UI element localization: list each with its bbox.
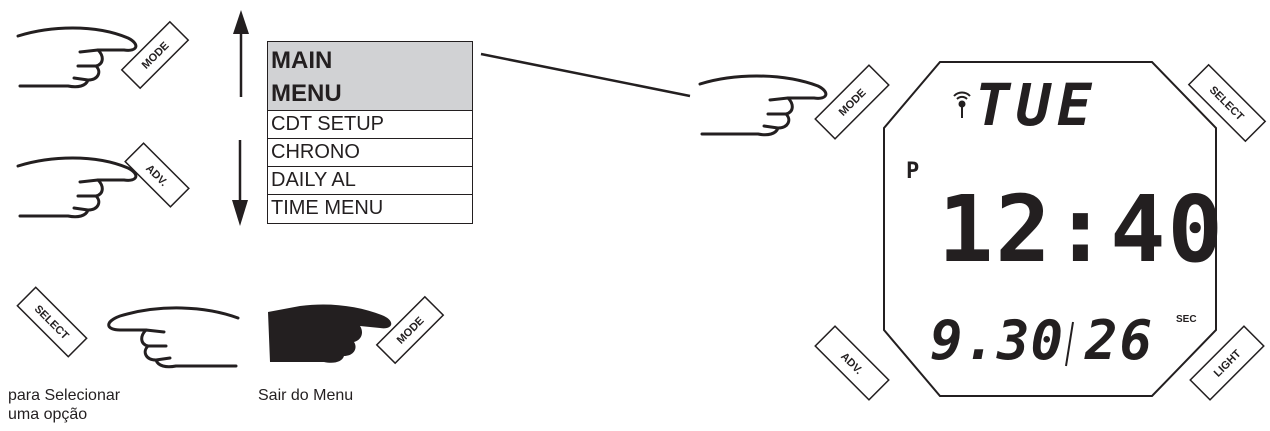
exit-caption: Sair do Menu: [258, 387, 354, 404]
pm-indicator: P: [906, 159, 920, 184]
menu-header-line1: MAIN: [271, 47, 333, 74]
select-caption-line2: uma opção: [8, 406, 88, 423]
select-caption: para Selecionar uma opção: [8, 386, 120, 424]
menu-item-cdt-setup[interactable]: CDT SETUP: [268, 111, 472, 139]
pointing-hand-icon: [16, 26, 138, 89]
pointing-hand-filled-icon: [268, 304, 392, 363]
watch-light-button[interactable]: LIGHT: [1189, 325, 1265, 401]
connector-line: [480, 52, 691, 98]
menu-header: MAIN MENU: [268, 42, 472, 111]
arrow-down-icon: [232, 140, 248, 226]
pointing-hand-icon: [698, 74, 828, 137]
pointing-hand-icon: [16, 156, 138, 219]
date-divider: [1065, 321, 1074, 367]
mode-button-icon[interactable]: MODE: [120, 20, 190, 90]
mode-button-icon[interactable]: MODE: [375, 295, 445, 365]
watch-time: 12:40: [938, 176, 1225, 283]
watch-case: [883, 61, 1217, 397]
menu-header-line2: MENU: [271, 80, 342, 107]
menu-item-chrono[interactable]: CHRONO: [268, 139, 472, 167]
arrow-up-icon: [233, 10, 249, 97]
select-button-icon[interactable]: SELECT: [16, 286, 88, 358]
watch-adv-button[interactable]: ADV.: [814, 325, 890, 401]
watch-seconds: 26: [1085, 309, 1155, 372]
watch-date: 9.30: [930, 309, 1065, 372]
menu-item-time-menu[interactable]: TIME MENU: [271, 197, 384, 219]
menu-item-daily-al[interactable]: DAILY AL: [268, 167, 472, 195]
sec-label: SEC: [1176, 314, 1197, 325]
adv-button-icon[interactable]: ADV.: [124, 142, 190, 208]
antenna-signal-icon: [953, 91, 971, 118]
main-menu: MAIN MENU CDT SETUP CHRONO DAILY AL TIME…: [267, 41, 473, 224]
watch-mode-button[interactable]: MODE: [814, 64, 890, 140]
select-caption-line1: para Selecionar: [8, 387, 121, 404]
pointing-hand-left-icon: [107, 306, 240, 369]
watch-day: TUE: [975, 71, 1098, 139]
